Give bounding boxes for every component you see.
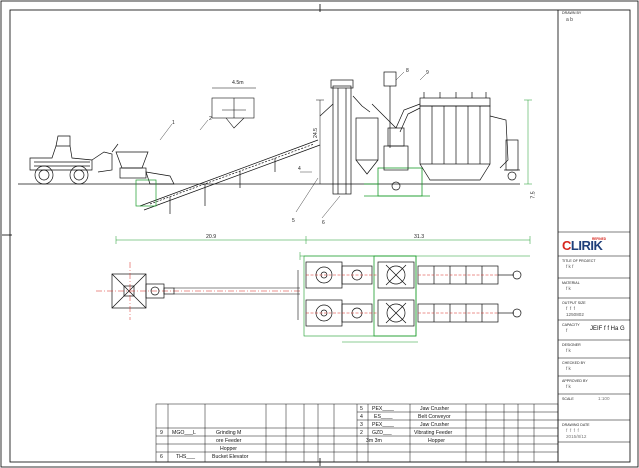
bom-left-code-0: MGO___L [172, 430, 196, 436]
main-mark: JEIF f f Ha G [590, 326, 625, 332]
bom-right-name-2: Jaw Crusher [420, 422, 450, 428]
svg-text:8: 8 [406, 68, 409, 74]
plan-view [96, 236, 531, 343]
wheel-loader [29, 135, 113, 185]
tb-label-3: CAPACITY [562, 323, 580, 327]
tb-label-1: MATERIAL [562, 281, 580, 285]
drawn-by-value: a b [566, 17, 573, 23]
bom-right-code-2: PEX____ [372, 422, 394, 428]
title-block-grid [558, 231, 630, 443]
feed-hopper-elevation [111, 143, 175, 185]
bom-right-code-4: 3m 3m [366, 438, 382, 444]
bom-right-name-3: Vibrating Feeder [414, 430, 453, 436]
tb-value-5: f k [566, 366, 571, 371]
tb-label-0: TITLE OF PROJECT [562, 259, 596, 263]
bucket-elevator [319, 79, 371, 195]
bom-right-name-0: Jaw Crusher [420, 406, 450, 412]
title-block: DRAWN BY a b [558, 10, 630, 462]
mill-line-upper [305, 261, 522, 289]
tb-value-8: f f f f 2015/8/12 [566, 428, 587, 439]
tb-value-7: 1:100 [598, 396, 610, 401]
svg-text:6: 6 [322, 220, 325, 226]
svg-text:2: 2 [209, 116, 212, 122]
tb-label-2: OUTPUT SIZE [562, 301, 586, 305]
inner-border [9, 9, 631, 463]
tb-value-0: f k f [566, 264, 574, 269]
brand-tag: REFINED [592, 237, 606, 241]
svg-text:5: 5 [292, 218, 295, 224]
bag-filter [419, 92, 520, 181]
tb-label-5: CHECKED BY [562, 361, 586, 365]
bom-right-name-1: Belt Conveyor [418, 414, 451, 420]
tb-label-8: DRAWING DATE [562, 423, 590, 427]
belt-conveyor-elevation [139, 139, 321, 214]
svg-text:4: 4 [298, 166, 301, 172]
bom-left-name-0: Grinding M [216, 430, 242, 436]
dim-plan-left: 20.9 [206, 234, 217, 240]
tb-label-4: DESIGNER [562, 343, 581, 347]
tb-label-7: SCALE [562, 397, 574, 401]
bom-left-code-3: THS___ [176, 454, 196, 460]
tb-value-1: f k [566, 286, 571, 291]
tb-value-4: f k [566, 348, 571, 353]
brand-name: LIRIK [570, 238, 603, 253]
dim-right-height: 7.5 [530, 191, 537, 199]
svg-text:1: 1 [172, 120, 175, 126]
tb-label-6: APPROVED BY [562, 379, 588, 383]
elevation-view: 1 2 5 6 8 9 4 [18, 68, 532, 226]
bom-right-code-1: ES____ [374, 414, 393, 420]
bom-right-no-1: 4 [360, 414, 363, 420]
bom-right-code-0: PEX____ [372, 406, 394, 412]
bom-right-code-3: GZD___ [372, 430, 392, 436]
bom-right-no-0: 5 [360, 406, 363, 412]
drawn-by-label: DRAWN BY [562, 11, 582, 15]
dim-plan-right: 31.3 [414, 234, 425, 240]
svg-text:9: 9 [426, 70, 429, 76]
dim-elev-height: 24.5 [313, 127, 320, 139]
tb-value-6: f k [566, 384, 571, 389]
bom-left-name-1: ore Feeder [216, 438, 242, 444]
bom-right-name-4: Hopper [428, 438, 446, 444]
company-logo: CLIRIK REFINED [562, 237, 606, 253]
dim-top: 4.5m [232, 80, 244, 86]
bom-left-no-0: 9 [160, 430, 163, 436]
bom-left-no-3: 6 [160, 454, 163, 460]
bom-left-name-2: Hopper [220, 446, 238, 452]
tb-value-3: f [566, 328, 568, 333]
bom-right-no-3: 2 [360, 430, 363, 436]
bom-left-name-3: Bucket Elevator [212, 454, 249, 460]
bom-right-no-2: 3 [360, 422, 363, 428]
belt-conveyor-plan [174, 287, 300, 295]
tb-value-2: f f f 1250802 [566, 306, 584, 317]
bom-table [155, 403, 559, 463]
